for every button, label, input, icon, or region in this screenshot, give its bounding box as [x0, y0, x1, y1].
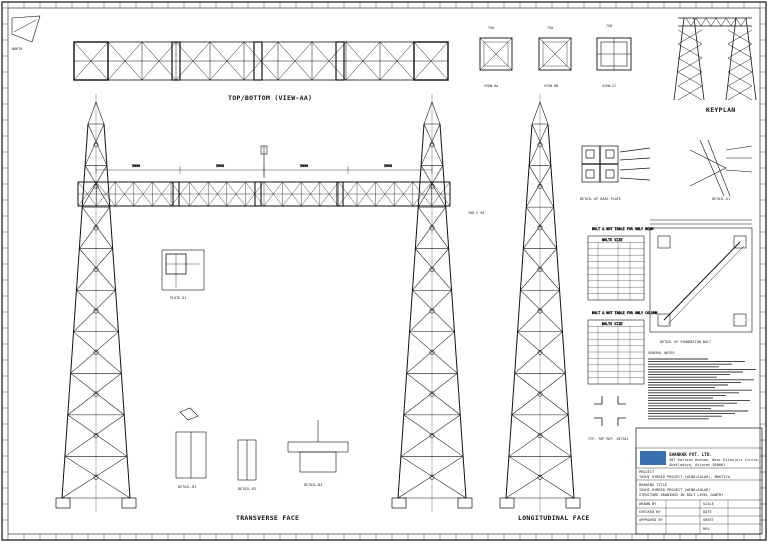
plate-d1-title: PLATE-D1 [170, 296, 186, 300]
title-block: SHANKAR PVT. LTD. 307 Kailash Avenue, Ne… [635, 427, 763, 535]
detail-b3-title: DETAIL-B3 [304, 483, 322, 487]
beam-span-2: 5000 [216, 164, 224, 168]
foundation-bolt-title: DETAIL OF FOUNDATION BOLT [660, 340, 711, 344]
section-c-dim: 750 [606, 24, 612, 28]
top-view: TOP/BOTTOM (VIEW-AA) [73, 41, 449, 102]
north-label: NORTH [12, 47, 22, 51]
bolt-tables: BOLT & NUT TABLE FOR ONLY BEAM BOLTS SIZE… [587, 227, 658, 385]
top-rep-title: TYP. TOP REP. DETAIL [588, 437, 629, 441]
base-plate-title: DETAIL OF BASE PLATE [580, 197, 621, 201]
section-a-dim: 750 [488, 26, 494, 30]
project-label: PROJECT [639, 470, 655, 474]
longitudinal-title: LONGITUDINAL FACE [518, 514, 590, 522]
approved-by: APPROVED BY [639, 518, 664, 522]
section-view-c: 750 VIEW-CC [596, 24, 632, 88]
section-a-title: VIEW-AA [484, 84, 498, 88]
company-logo [640, 451, 666, 465]
beam-span-1: 5000 [132, 164, 140, 168]
detail-x: DETAIL-X1 [689, 139, 753, 201]
detail-x-title: DETAIL-X1 [712, 197, 730, 201]
drawing-title-label: DRAWING TITLE [639, 483, 667, 487]
rev-label: REV [703, 527, 710, 531]
foundation-bolt-detail: DETAIL OF FOUNDATION BOLT [649, 219, 753, 344]
section-c-title: VIEW-CC [602, 84, 616, 88]
drawing-title-1: TASHI HYBRID PROJECT (WIND+SOLAR) [639, 488, 710, 492]
company-name: SHANKAR PVT. LTD. [669, 452, 712, 457]
longitudinal-elevation: LONGITUDINAL FACE [499, 94, 590, 522]
north-arrow: NORTH [11, 15, 41, 51]
section-view-a: 750 VIEW-AA [479, 26, 513, 88]
beam-end-mark: 700 X 50 [468, 211, 484, 215]
base-plate-detail: DETAIL OF BASE PLATE [580, 145, 651, 201]
section-b-title: VIEW-BB [544, 84, 558, 88]
keyplan: KEYPLAN [673, 17, 757, 114]
bolt-details: DETAIL-B1 DETAIL-B2 DETAIL-B3 [175, 407, 349, 491]
beam-span-dimensions: 5000 5000 5000 5000 [95, 164, 433, 174]
bolt-table-2-header: BOLTS SIZE [602, 322, 622, 326]
transverse-elevation: 5000 5000 5000 5000 TRANSVERSE FACE 700 X 5… [55, 94, 484, 522]
general-notes: GENERAL NOTES [648, 351, 756, 420]
beam-span-3: 5000 [300, 164, 308, 168]
bolt-table-2-title: BOLT & NUT TABLE FOR ONLY COLUMN [592, 311, 657, 315]
section-view-b: 750 VIEW-BB [538, 26, 572, 88]
drawn-by: DRAWN BY [639, 502, 657, 506]
bolt-table-1-header: BOLTS SIZE [602, 238, 622, 242]
drawing-title-2: STRUCTURE DRAWINGS IN BOLT LEVEL GANTRY [639, 493, 724, 497]
detail-b1-title: DETAIL-B1 [178, 485, 196, 489]
company-address-1: 307 Kailash Avenue, Near Gitanjali Circl… [669, 458, 760, 462]
top-rep-detail: TYP. TOP REP. DETAIL [588, 396, 629, 441]
company-address-2: Ghatlodiya, Gujarat 380061 [669, 463, 725, 467]
beam-span-4: 5000 [384, 164, 392, 168]
detail-b2-title: DETAIL-B2 [238, 487, 256, 491]
notes-title: GENERAL NOTES [648, 351, 675, 355]
bolt-table-1-title: BOLT & NUT TABLE FOR ONLY BEAM [592, 227, 653, 231]
keyplan-title: KEYPLAN [706, 106, 736, 114]
transverse-title: TRANSVERSE FACE [236, 514, 299, 522]
checked-by: CHECKED BY [639, 510, 661, 514]
sheet-border-inner [7, 7, 761, 535]
date-label: DATE [703, 510, 712, 514]
scale-label: SCALE [703, 502, 714, 506]
plate-detail: PLATE-D1 [161, 249, 205, 300]
sheet-label: SHEET [703, 518, 715, 522]
project-name: TASHI HYBRID PROJECT (WIND+SOLAR), BHATI… [639, 475, 731, 479]
top-view-title: TOP/BOTTOM (VIEW-AA) [228, 94, 312, 102]
section-b-dim: 750 [547, 26, 553, 30]
